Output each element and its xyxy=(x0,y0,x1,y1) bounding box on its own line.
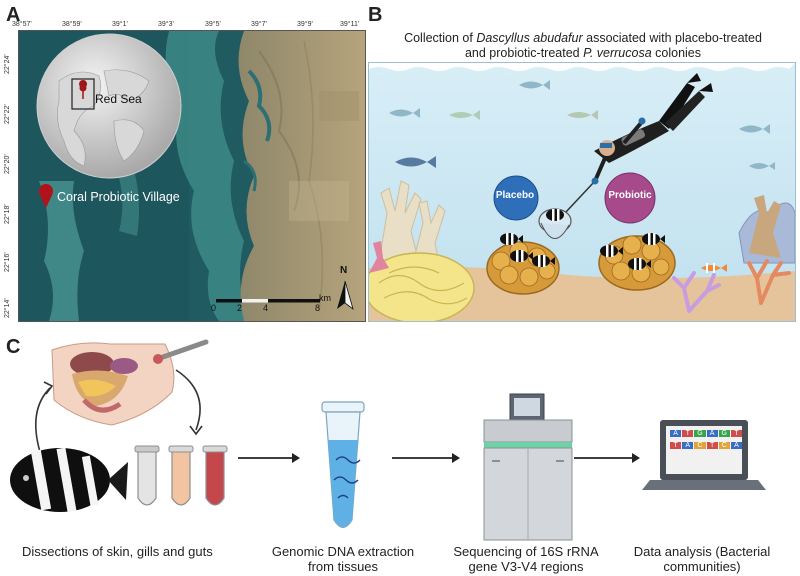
nucleotide: C xyxy=(694,442,706,449)
lat-tick: 22°18' xyxy=(4,204,11,224)
lon-tick: 39°7' xyxy=(251,21,267,28)
lon-tick: 39°11' xyxy=(340,21,360,28)
probiotic-label: Probiotic xyxy=(608,190,652,201)
red-sea-label: Red Sea xyxy=(95,92,142,106)
nucleotide: C xyxy=(718,442,730,449)
nucleotide: G xyxy=(694,430,706,437)
panel-label-a: A xyxy=(6,4,21,26)
step3-caption: Sequencing of 16S rRNA gene V3-V4 region… xyxy=(448,544,604,574)
nucleotide: A xyxy=(670,430,682,437)
nucleotide: A xyxy=(730,442,743,449)
title-line2-prefix: and probiotic-treated xyxy=(464,46,584,60)
probiotic-marker xyxy=(604,172,656,224)
nucleotide: A xyxy=(706,430,718,437)
inset-box xyxy=(71,78,95,110)
step3-line1: Sequencing of 16S rRNA xyxy=(453,544,599,559)
step2-line2: from tissues xyxy=(307,559,379,574)
nucleotide: T xyxy=(706,442,718,449)
title-coral: P. verrucosa xyxy=(583,46,652,60)
panel-label-b: B xyxy=(368,4,383,26)
lon-tick: 38°57' xyxy=(12,21,32,28)
sample-tubes xyxy=(134,445,228,506)
scale-unit: km xyxy=(319,293,331,303)
title-species: Dascyllus abudafur xyxy=(476,31,583,45)
lon-tick: 39°3' xyxy=(158,21,174,28)
title-prefix: Collection of xyxy=(404,31,477,45)
step2-line1: Genomic DNA extraction xyxy=(271,544,415,559)
damselfish-photo xyxy=(10,447,128,513)
lon-tick: 38°59' xyxy=(62,21,82,28)
panel-b-title: Collection of Dascyllus abudafur associa… xyxy=(378,31,788,61)
damselfish-group xyxy=(500,233,665,270)
lon-tick: 39°1' xyxy=(112,21,128,28)
panel-label-c: C xyxy=(6,336,21,358)
lat-tick: 22°16' xyxy=(4,252,11,272)
north-label: N xyxy=(340,265,348,276)
placebo-colony xyxy=(486,241,560,295)
collection-illustration xyxy=(368,62,796,322)
nucleotide: A xyxy=(682,442,694,449)
lon-tick: 39°5' xyxy=(205,21,221,28)
nucleotide: T xyxy=(670,442,682,449)
lon-tick: 39°9' xyxy=(297,21,313,28)
lat-tick: 22°22' xyxy=(4,104,11,124)
step3-line2: gene V3-V4 regions xyxy=(468,559,584,574)
placebo-marker xyxy=(493,175,539,221)
step4-caption: Data analysis (Bacterial communities) xyxy=(626,544,778,574)
diver xyxy=(591,73,713,185)
step1-caption: Dissections of skin, gills and guts xyxy=(22,544,213,559)
site-label: Coral Probiotic Village xyxy=(57,190,180,204)
scale-tick: 4 xyxy=(263,303,269,313)
sequencer xyxy=(483,393,573,541)
nucleotide: T xyxy=(682,430,694,437)
title-middle: associated with placebo-treated xyxy=(582,31,762,45)
scale-tick: 0 xyxy=(211,303,217,313)
step4-line1: Data analysis (Bacterial xyxy=(633,544,771,559)
workflow-graphics xyxy=(10,339,766,541)
scale-tick: 2 xyxy=(237,303,243,313)
dna-display: A T G A G T T A C T C A xyxy=(670,430,743,449)
nucleotide: T xyxy=(730,430,743,437)
step2-caption: Genomic DNA extraction from tissues xyxy=(268,544,418,574)
satellite-map xyxy=(18,30,366,322)
nucleotide: G xyxy=(718,430,730,437)
lat-tick: 22°20' xyxy=(4,154,11,174)
lat-tick: 22°14' xyxy=(4,298,11,318)
step4-line2: communities) xyxy=(663,559,741,574)
placebo-label: Placebo xyxy=(495,190,535,201)
lat-tick: 22°24' xyxy=(4,54,11,74)
title-line2-suffix: colonies xyxy=(651,46,702,60)
microtube xyxy=(321,401,365,529)
scale-tick: 8 xyxy=(315,303,321,313)
dissection-illustration xyxy=(51,342,175,426)
